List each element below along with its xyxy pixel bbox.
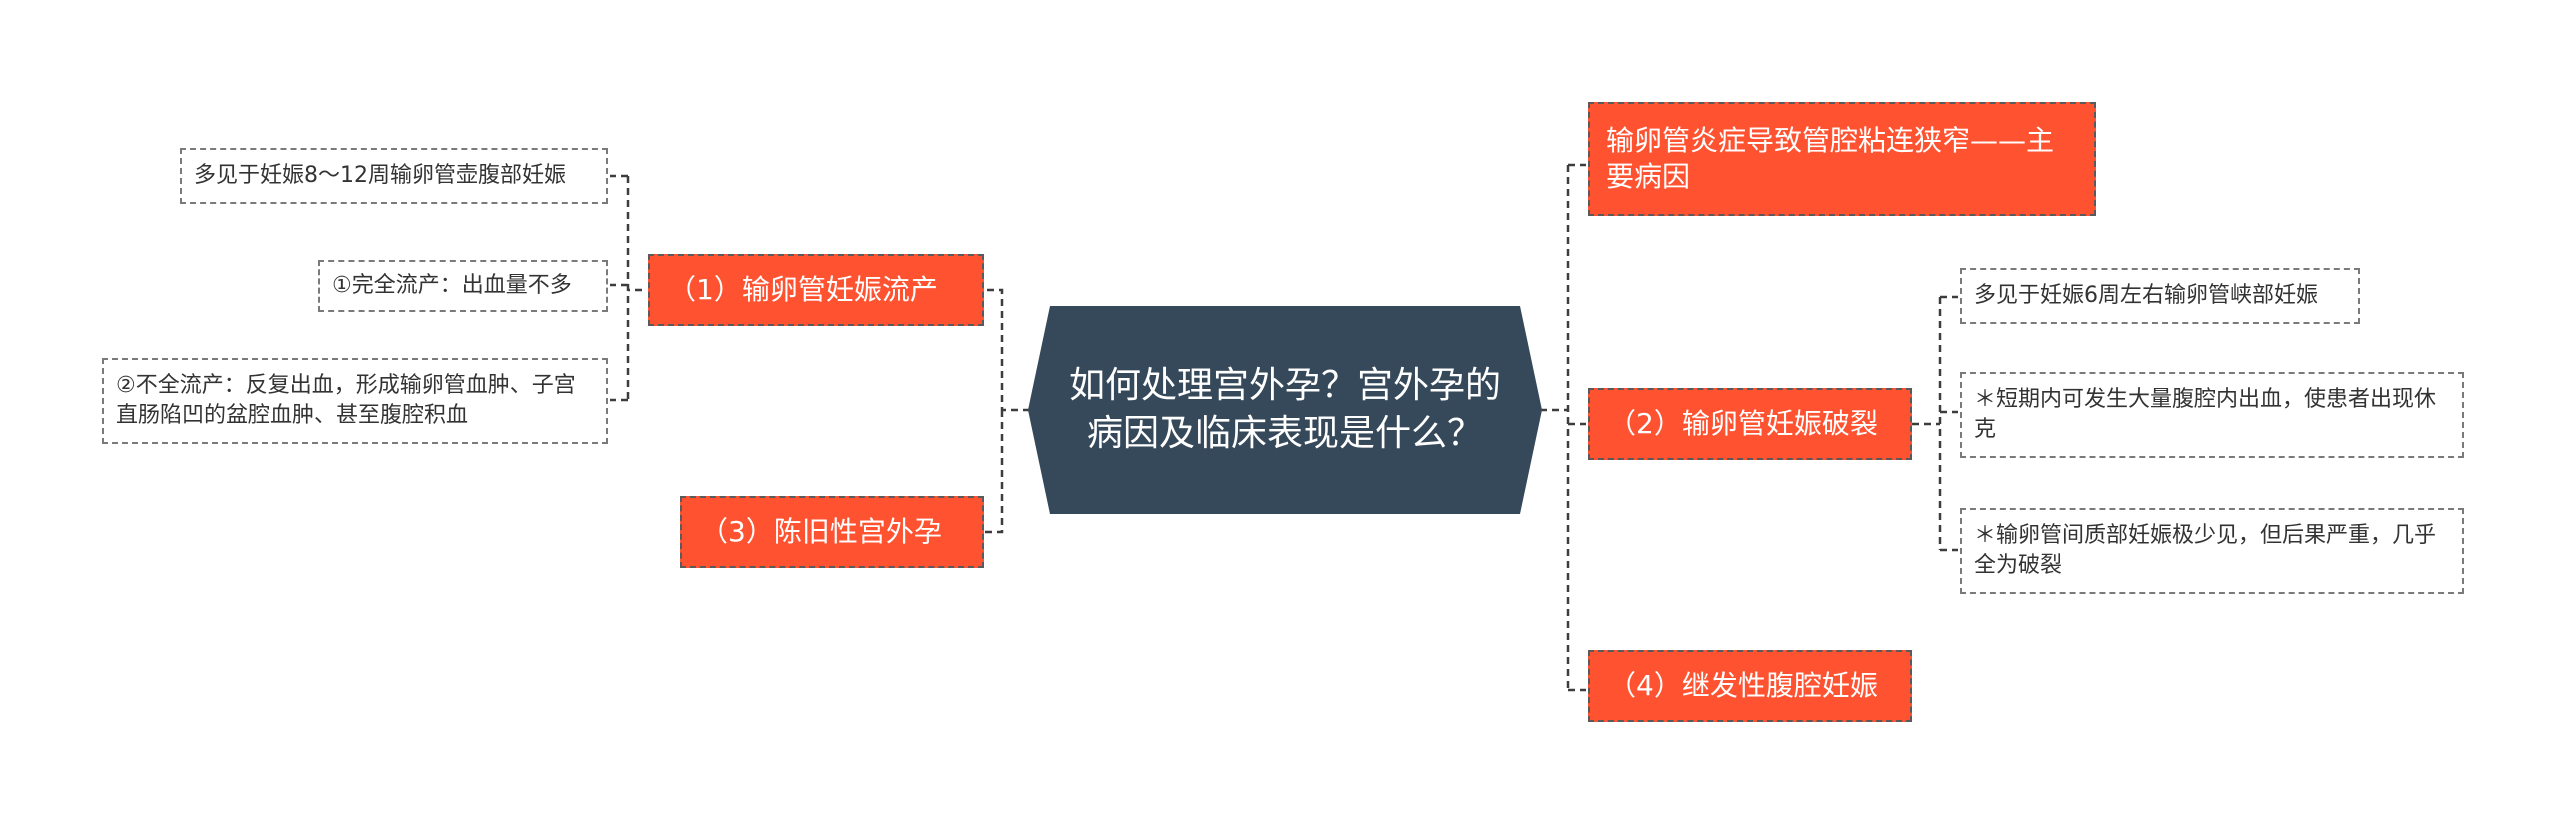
leaf-isthmus-pregnancy[interactable]: 多见于妊娠6周左右输卵管峡部妊娠 bbox=[1960, 268, 2360, 324]
branch-old-ectopic-label: （3）陈旧性宫外孕 bbox=[700, 515, 942, 548]
central-topic[interactable]: 如何处理宫外孕？宫外孕的病因及临床表现是什么？ bbox=[1028, 306, 1542, 514]
branch-tubal-abortion[interactable]: （1）输卵管妊娠流产 bbox=[648, 254, 984, 326]
central-topic-shape bbox=[1028, 306, 1542, 514]
branch-tubal-rupture-label: （2）输卵管妊娠破裂 bbox=[1608, 407, 1878, 440]
leaf-incomplete-abortion[interactable]: ②不全流产：反复出血，形成输卵管血肿、子宫直肠陷凹的盆腔血肿、甚至腹腔积血 bbox=[102, 358, 608, 444]
branch-tubal-abortion-label: （1）输卵管妊娠流产 bbox=[668, 273, 938, 306]
leaf-ampulla-pregnancy[interactable]: 多见于妊娠8～12周输卵管壶腹部妊娠 bbox=[180, 148, 608, 204]
leaf-incomplete-abortion-label: ②不全流产：反复出血，形成输卵管血肿、子宫直肠陷凹的盆腔血肿、甚至腹腔积血 bbox=[116, 373, 576, 428]
leaf-interstitial-pregnancy-label: ＊输卵管间质部妊娠极少见，但后果严重，几乎全为破裂 bbox=[1974, 523, 2437, 578]
branch-old-ectopic[interactable]: （3）陈旧性宫外孕 bbox=[680, 496, 984, 568]
connector-branch1-leaves bbox=[610, 174, 642, 402]
leaf-shock-bleeding[interactable]: ＊短期内可发生大量腹腔内出血，使患者出现休克 bbox=[1960, 372, 2464, 458]
connector-center-left bbox=[985, 288, 1030, 534]
branch-main-cause[interactable]: 输卵管炎症导致管腔粘连狭窄——主要病因 bbox=[1588, 102, 2096, 216]
leaf-ampulla-pregnancy-label: 多见于妊娠8～12周输卵管壶腹部妊娠 bbox=[194, 163, 566, 188]
connector-branch2-leaves bbox=[1912, 295, 1958, 552]
leaf-interstitial-pregnancy[interactable]: ＊输卵管间质部妊娠极少见，但后果严重，几乎全为破裂 bbox=[1960, 508, 2464, 594]
branch-tubal-rupture[interactable]: （2）输卵管妊娠破裂 bbox=[1588, 388, 1912, 460]
leaf-complete-abortion-label: ①完全流产：出血量不多 bbox=[332, 273, 572, 298]
leaf-isthmus-pregnancy-label: 多见于妊娠6周左右输卵管峡部妊娠 bbox=[1974, 283, 2318, 308]
branch-main-cause-label: 输卵管炎症导致管腔粘连狭窄——主要病因 bbox=[1606, 124, 2055, 193]
leaf-complete-abortion[interactable]: ①完全流产：出血量不多 bbox=[318, 260, 608, 312]
branch-secondary-abdominal-label: （4）继发性腹腔妊娠 bbox=[1608, 669, 1878, 702]
connector-center-right bbox=[1540, 163, 1586, 692]
leaf-shock-bleeding-label: ＊短期内可发生大量腹腔内出血，使患者出现休克 bbox=[1974, 387, 2437, 442]
central-topic-label: 如何处理宫外孕？宫外孕的病因及临床表现是什么？ bbox=[1068, 365, 1501, 454]
branch-secondary-abdominal[interactable]: （4）继发性腹腔妊娠 bbox=[1588, 650, 1912, 722]
